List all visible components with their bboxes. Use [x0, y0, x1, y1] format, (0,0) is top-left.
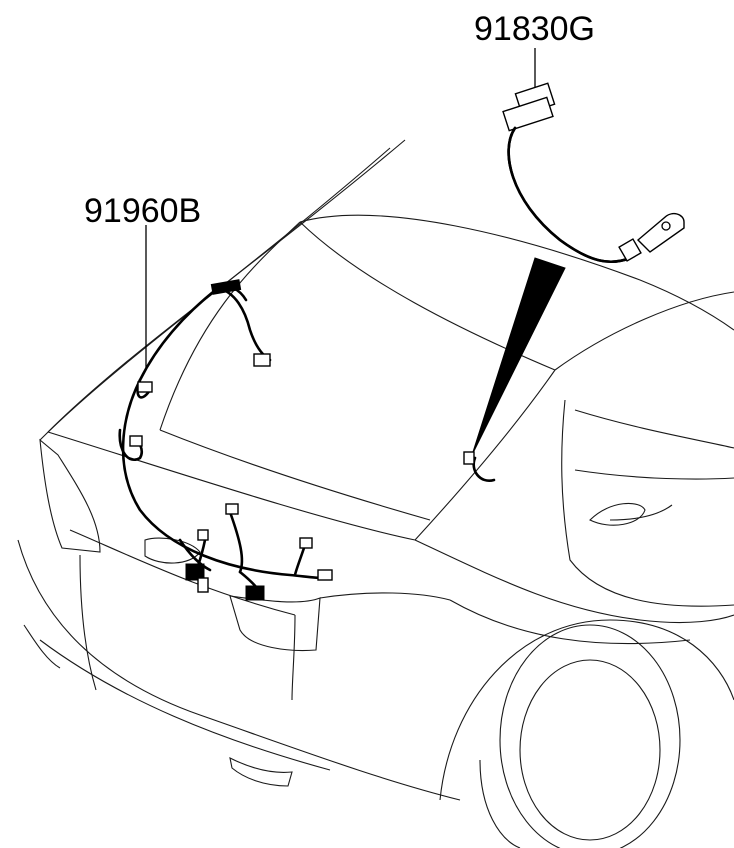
antenna-cable-91830g — [502, 48, 685, 264]
car-body-outline — [17, 139, 734, 848]
part-label-91830g: 91830G — [474, 10, 595, 48]
antenna-pointer-wedge — [471, 257, 566, 456]
part-label-91960b: 91960B — [84, 192, 202, 230]
wiring-harness-91960b — [118, 225, 496, 601]
